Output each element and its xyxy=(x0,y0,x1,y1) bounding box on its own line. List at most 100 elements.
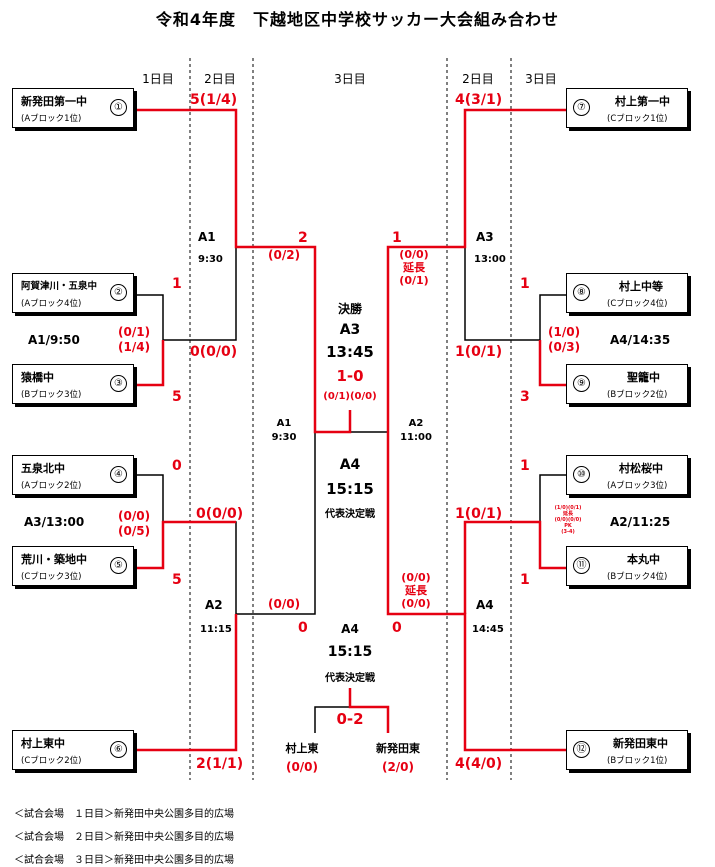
team-box-11: 本丸中 (Bブロック4位) ⑪ xyxy=(566,546,688,586)
score-team5-r1: 5 xyxy=(172,572,182,588)
team-name: 村松桜中 xyxy=(619,462,663,475)
final-time: 13:45 xyxy=(326,343,374,361)
seed-badge: ④ xyxy=(110,466,127,483)
rep2-team-left: 村上東 xyxy=(285,742,319,755)
detail-team2-r1: (0/1) xyxy=(118,325,151,339)
score-team11-r1: 1 xyxy=(520,572,530,588)
detail-right-sf-bot: (0/0) 延長 (0/0) xyxy=(394,571,438,610)
score-left-sf-top: 2 xyxy=(298,230,308,246)
team-block: (Aブロック2位) xyxy=(21,481,82,491)
team-name: 村上東中 xyxy=(21,737,65,750)
time-right-qf-top: 13:00 xyxy=(474,254,506,265)
detail-team5-r1: (0/5) xyxy=(118,524,151,538)
seed-badge: ⑥ xyxy=(110,741,127,758)
court-left-qf-top: A1 xyxy=(198,230,216,244)
detail-left-sf-top: (0/2) xyxy=(268,248,301,262)
rep-time: 15:15 xyxy=(326,480,374,498)
detail-right-r1-bot: (1/0)(0/1) 延長 (0/0)(0/0) PK (3-4) xyxy=(548,505,588,535)
score-right-sf-bot: 0 xyxy=(392,620,402,636)
time-right-qf-bot: 14:45 xyxy=(472,624,504,635)
team-box-1: 新発田第一中 (Aブロック1位) ① xyxy=(12,88,134,128)
team-name: 村上第一中 xyxy=(615,95,670,108)
page-title: 令和4年度 下越地区中学校サッカー大会組み合わせ xyxy=(155,10,560,29)
final-score: 1-0 xyxy=(336,367,364,385)
detail-line: (3-4) xyxy=(561,529,575,535)
score-team12-qf: 4(4/0) xyxy=(455,756,503,772)
detail-line: (0/1) xyxy=(399,274,429,287)
team-block: (Bブロック1位) xyxy=(607,756,668,766)
score-right-sf-top: 1 xyxy=(392,230,402,246)
team-block: (Aブロック3位) xyxy=(607,481,668,491)
detail-line: PK xyxy=(564,523,572,529)
seed-badge: ⑦ xyxy=(573,99,590,116)
rep-label: 代表決定戦 xyxy=(325,509,375,520)
seed-badge: ⑧ xyxy=(573,284,590,301)
team-name: 荒川・築地中 xyxy=(21,553,87,566)
score-team6-qf: 2(1/1) xyxy=(196,756,244,772)
team-block: (Bブロック3位) xyxy=(21,390,82,400)
time-right-sf: 11:00 xyxy=(400,432,432,443)
court-left-qf-bot: A2 xyxy=(205,598,223,612)
score-team9-r1: 3 xyxy=(520,389,530,405)
team-block: (Cブロック4位) xyxy=(607,299,668,309)
rep2-time: 15:15 xyxy=(327,644,373,660)
score-team3-r1: 5 xyxy=(172,389,182,405)
seed-badge: ③ xyxy=(110,375,127,392)
detail-team9-r1: (0/3) xyxy=(548,340,581,354)
time-right-r1-top: A4/14:35 xyxy=(610,333,671,347)
court-right-sf: A2 xyxy=(408,418,424,429)
court-right-qf-bot: A4 xyxy=(476,598,494,612)
team-name: 村上中等 xyxy=(619,280,663,293)
team-box-6: 村上東中 (Cブロック2位) ⑥ xyxy=(12,730,134,770)
day-header-right-3: 3日目 xyxy=(525,72,557,86)
team-name: 阿賀津川・五泉中 xyxy=(21,281,98,292)
score-team4-r1: 0 xyxy=(172,458,182,474)
detail-team4-r1: (0/0) xyxy=(118,509,151,523)
score-team8-r1: 1 xyxy=(520,276,530,292)
detail-line: (0/0) xyxy=(401,571,431,584)
day-header-left-2: 2日目 xyxy=(204,72,236,86)
score-right-qf-top-winner: 1(0/1) xyxy=(455,344,503,360)
team-box-12: 新発田東中 (Bブロック1位) ⑫ xyxy=(566,730,688,770)
time-left-qf-top: 9:30 xyxy=(198,254,223,265)
team-box-3: 猿橋中 (Bブロック3位) ③ xyxy=(12,364,134,404)
seed-badge: ⑪ xyxy=(573,557,590,574)
score-right-qf-bot-winner: 1(0/1) xyxy=(455,506,503,522)
score-left-qf-bot-winner: 0(0/0) xyxy=(196,506,244,522)
team-name: 五泉北中 xyxy=(21,462,65,475)
day-header-center-3: 3日目 xyxy=(334,72,366,86)
team-block: (Cブロック3位) xyxy=(21,572,82,582)
seed-badge: ① xyxy=(110,99,127,116)
seed-badge: ⑫ xyxy=(573,741,590,758)
score-left-qf-top-winner: 0(0/0) xyxy=(190,344,238,360)
seed-badge: ⑤ xyxy=(110,557,127,574)
detail-line: (0/0)(0/0) xyxy=(554,517,582,523)
venue-note-2: ＜試合会場 ２日目＞新発田中央公園多目的広場 xyxy=(14,832,234,843)
seed-badge: ⑩ xyxy=(573,466,590,483)
team-box-7: 村上第一中 (Cブロック1位) ⑦ xyxy=(566,88,688,128)
team-box-2: 阿賀津川・五泉中 (Aブロック4位) ② xyxy=(12,273,134,313)
team-name: 新発田第一中 xyxy=(21,95,87,108)
time-left-r1-top: A1/9:50 xyxy=(28,333,80,347)
team-name: 聖籠中 xyxy=(627,371,660,384)
team-name: 新発田東中 xyxy=(613,737,668,750)
detail-team8-r1: (1/0) xyxy=(548,325,581,339)
team-block: (Aブロック4位) xyxy=(21,299,82,309)
team-block: (Aブロック1位) xyxy=(21,114,82,124)
detail-right-sf-top: (0/0) 延長 (0/1) xyxy=(392,248,436,287)
day-dividers xyxy=(189,58,512,780)
detail-line: 延長 xyxy=(562,511,573,517)
day-header-right-2: 2日目 xyxy=(462,72,494,86)
team-box-10: 村松桜中 (Aブロック3位) ⑩ xyxy=(566,455,688,495)
seed-badge: ② xyxy=(110,284,127,301)
seed-badge: ⑨ xyxy=(573,375,590,392)
detail-left-sf-bot: (0/0) xyxy=(268,597,301,611)
time-left-sf: 9:30 xyxy=(271,432,297,443)
team-box-5: 荒川・築地中 (Cブロック3位) ⑤ xyxy=(12,546,134,586)
court-left-sf: A1 xyxy=(276,418,292,429)
bracket-red xyxy=(136,108,566,752)
venue-note-1: ＜試合会場 １日目＞新発田中央公園多目的広場 xyxy=(14,809,234,820)
score-team10-r1: 1 xyxy=(520,458,530,474)
time-right-r1-bot: A2/11:25 xyxy=(610,515,671,529)
